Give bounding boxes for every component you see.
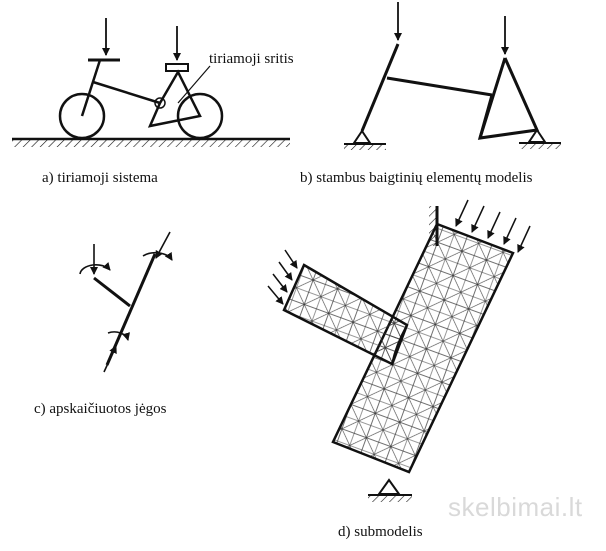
watermark: skelbimai.lt — [448, 492, 583, 522]
caption-b: b) stambus baigtinių elementų modelis — [300, 170, 533, 186]
side-tube-mesh — [282, 263, 409, 366]
ground-hatch — [12, 139, 290, 147]
member-short — [93, 276, 131, 308]
leader-line — [177, 65, 211, 104]
caption-c: c) apskaičiuotos jėgos — [34, 401, 167, 417]
moment-arrow — [107, 331, 130, 341]
force-arrow — [155, 231, 171, 259]
weld-fillet — [391, 324, 408, 365]
distributed-load-side — [267, 249, 298, 305]
caption-a: a) tiriamoji sistema — [42, 170, 158, 186]
rear-wheel — [176, 92, 224, 140]
moment-arrow — [79, 262, 111, 275]
top-beam — [386, 76, 493, 97]
distributed-load-top — [455, 199, 531, 253]
support-hatch — [344, 144, 386, 150]
front-wheel — [58, 92, 106, 140]
seat-beam — [478, 94, 494, 139]
saddle — [165, 63, 189, 72]
rear-triangle — [147, 69, 202, 128]
panel-d-submodel — [267, 199, 531, 502]
panel-a-bicycle — [12, 18, 290, 147]
support-hatch — [368, 495, 412, 502]
down-tube — [92, 80, 161, 105]
pin-support — [377, 478, 401, 495]
moment-arrow — [142, 251, 173, 261]
chainring — [154, 97, 166, 109]
panel-b-fe-model — [344, 2, 561, 150]
region-label: tiriamoji sritis — [209, 51, 294, 67]
rear-triangle-beam — [477, 57, 540, 140]
caption-d: d) submodelis — [338, 524, 423, 540]
panel-c-forces — [79, 231, 173, 373]
pin-support — [352, 129, 372, 144]
front-beam — [360, 43, 400, 132]
fork — [80, 59, 102, 117]
fixed-hatch — [429, 206, 437, 246]
main-tube-mesh — [331, 222, 515, 474]
force-arrow — [103, 345, 117, 373]
support-hatch — [519, 143, 561, 149]
